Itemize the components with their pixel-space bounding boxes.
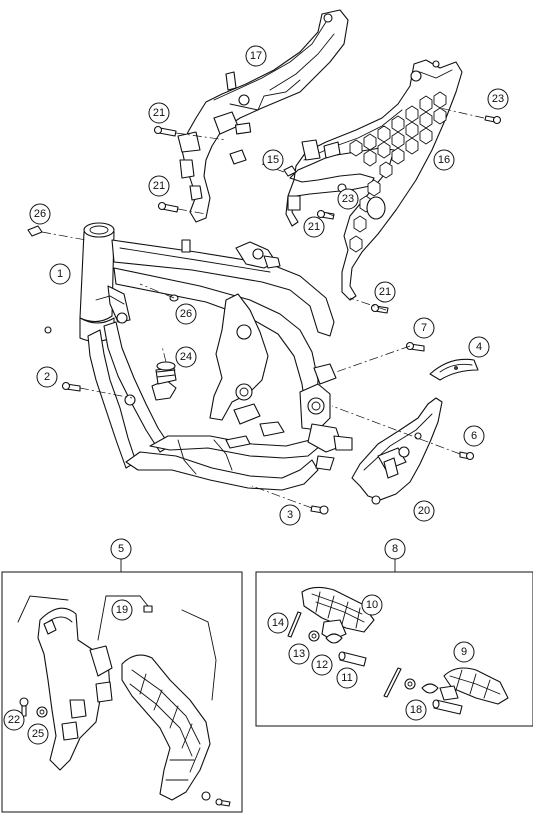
svg-text:17: 17 [250, 50, 262, 62]
svg-text:3: 3 [287, 509, 293, 521]
svg-text:21: 21 [153, 180, 165, 192]
svg-text:6: 6 [471, 430, 477, 442]
callout-13[interactable]: 13 [288, 643, 310, 665]
callout-5[interactable]: 5 [110, 538, 132, 560]
frame-small-parts [27, 225, 475, 515]
svg-text:25: 25 [32, 728, 44, 740]
callout-21-c[interactable]: 21 [303, 216, 325, 238]
svg-text:21: 21 [308, 221, 320, 233]
svg-text:9: 9 [461, 646, 467, 658]
svg-text:23: 23 [342, 193, 354, 205]
callout-20[interactable]: 20 [413, 500, 435, 522]
svg-text:16: 16 [438, 154, 450, 166]
callout-1[interactable]: 1 [49, 263, 71, 285]
svg-text:23: 23 [492, 93, 504, 105]
callout-6[interactable]: 6 [463, 425, 485, 447]
callout-8[interactable]: 8 [384, 538, 406, 560]
svg-text:24: 24 [180, 351, 192, 363]
assembly-lines [41, 107, 485, 509]
callout-3[interactable]: 3 [279, 504, 301, 526]
footpeg-box [255, 556, 533, 727]
svg-text:12: 12 [316, 659, 328, 671]
svg-text:8: 8 [392, 543, 398, 555]
svg-text:15: 15 [267, 154, 279, 166]
callout-4[interactable]: 4 [468, 336, 490, 358]
callout-25[interactable]: 25 [27, 723, 49, 745]
rear-subframe-left [177, 9, 349, 223]
callout-26-a[interactable]: 26 [29, 203, 51, 225]
svg-text:13: 13 [293, 648, 305, 660]
svg-text:18: 18 [410, 704, 422, 716]
callout-18[interactable]: 18 [405, 699, 427, 721]
callout-22[interactable]: 22 [3, 709, 25, 731]
svg-text:19: 19 [116, 604, 128, 616]
callout-19[interactable]: 19 [111, 599, 133, 621]
callout-21-d[interactable]: 21 [374, 281, 396, 303]
main-frame [44, 222, 353, 491]
svg-text:21: 21 [153, 107, 165, 119]
svg-text:10: 10 [366, 599, 378, 611]
svg-text:21: 21 [379, 286, 391, 298]
callout-26-b[interactable]: 26 [175, 303, 197, 325]
callout-21-b[interactable]: 21 [148, 175, 170, 197]
callout-23-a[interactable]: 23 [487, 88, 509, 110]
honeycomb-pattern [349, 91, 447, 253]
callout-7[interactable]: 7 [413, 317, 435, 339]
svg-text:26: 26 [34, 208, 46, 220]
callout-10[interactable]: 10 [361, 594, 383, 616]
callout-21-a[interactable]: 21 [148, 102, 170, 124]
callout-15[interactable]: 15 [262, 149, 284, 171]
svg-text:7: 7 [421, 322, 427, 334]
callout-17[interactable]: 17 [245, 45, 267, 67]
callout-9[interactable]: 9 [453, 641, 475, 663]
callout-24[interactable]: 24 [175, 346, 197, 368]
svg-text:14: 14 [272, 617, 284, 629]
svg-text:2: 2 [44, 371, 50, 383]
svg-text:5: 5 [118, 543, 124, 555]
callout-16[interactable]: 16 [433, 149, 455, 171]
callout-2[interactable]: 2 [36, 366, 58, 388]
svg-text:4: 4 [476, 341, 482, 353]
rear-subframe-right [285, 59, 463, 301]
svg-text:20: 20 [418, 505, 430, 517]
subframe-bolts [153, 115, 502, 314]
callout-11[interactable]: 11 [336, 667, 358, 689]
svg-text:11: 11 [341, 672, 352, 684]
frame-guard-part [351, 397, 443, 505]
svg-text:26: 26 [180, 308, 192, 320]
callout-12[interactable]: 12 [311, 654, 333, 676]
svg-text:1: 1 [57, 268, 63, 280]
callout-23-b[interactable]: 23 [337, 188, 359, 210]
callout-14[interactable]: 14 [267, 612, 289, 634]
chain-slider-part [429, 358, 479, 381]
frame-protector-box [1, 556, 243, 813]
svg-text:22: 22 [8, 714, 20, 726]
